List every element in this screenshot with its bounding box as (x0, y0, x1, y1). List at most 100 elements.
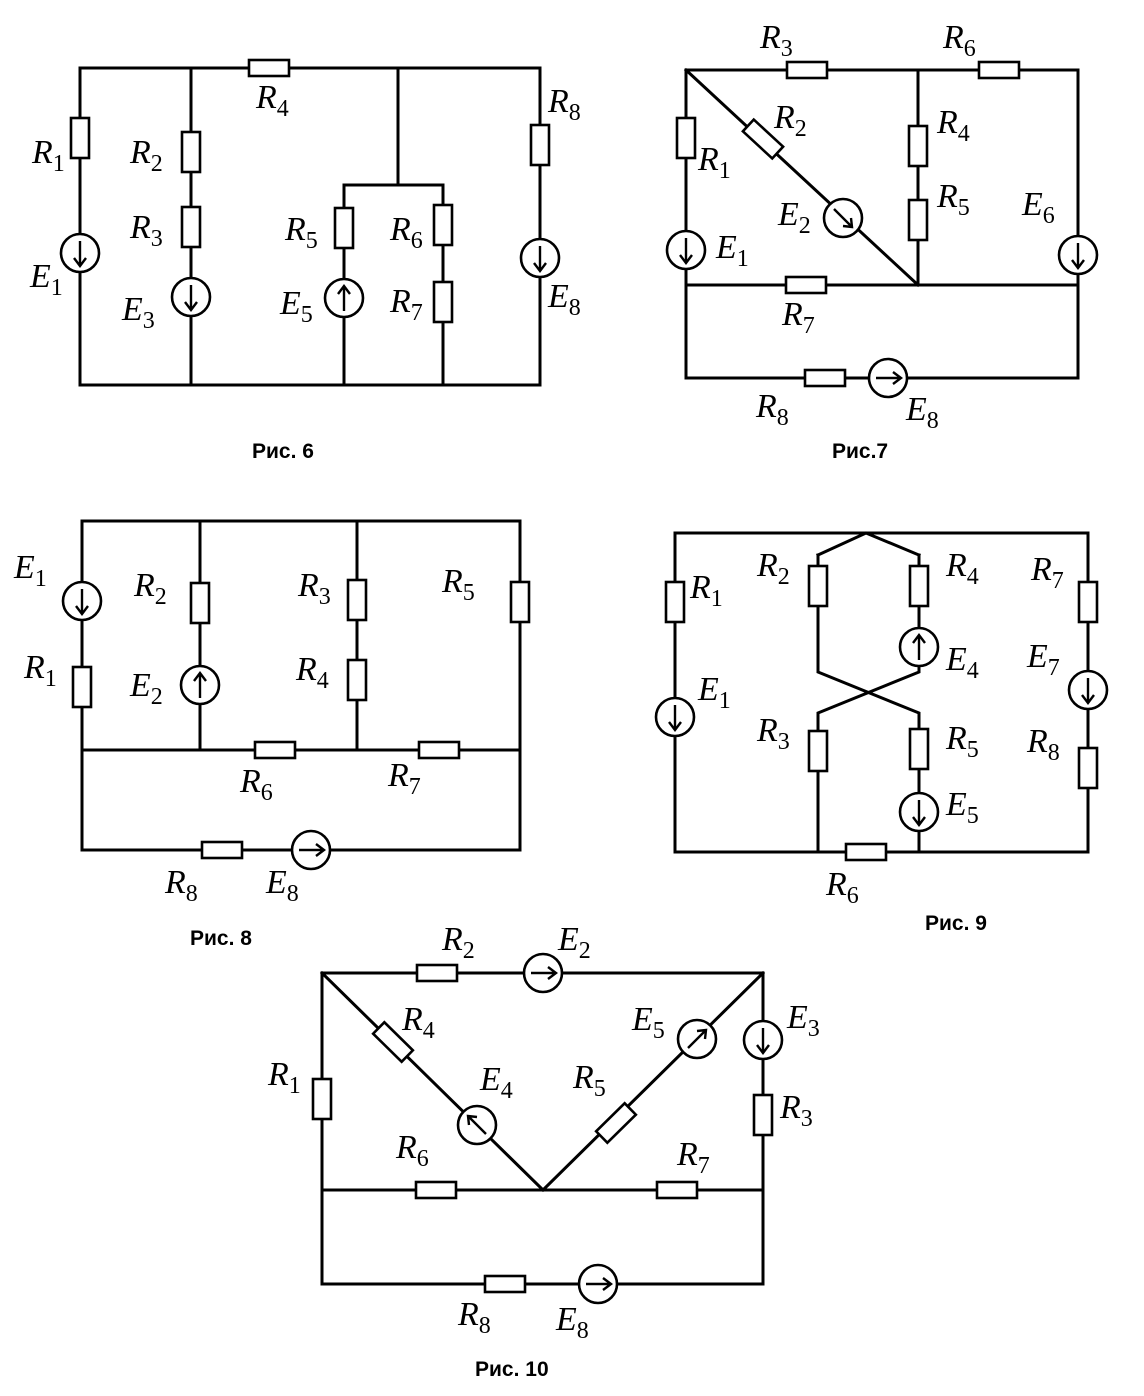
label: E2 (129, 667, 163, 710)
resistor-r7 (417, 740, 461, 760)
label: R8 (164, 864, 198, 907)
label: R2 (441, 921, 475, 964)
label: R7 (1030, 551, 1064, 594)
resistor-r8 (803, 368, 847, 388)
source-e1 (61, 580, 103, 622)
source-e3 (170, 276, 212, 318)
fig8-resistors (71, 578, 531, 860)
resistor-r3 (180, 205, 202, 249)
source-e1 (665, 229, 707, 271)
label: E2 (777, 196, 811, 239)
label: R7 (676, 1136, 710, 1179)
fig9-labels: R1 E1 R2 R3 R4 E4 R5 E5 R6 R7 E7 R8 (689, 547, 1064, 909)
source-e1 (59, 232, 101, 274)
label: R2 (129, 134, 163, 177)
resistor-r3 (807, 729, 829, 773)
resistor-r2 (189, 581, 211, 625)
label: R7 (389, 283, 423, 326)
label: E1 (13, 549, 47, 592)
resistor-r4 (907, 124, 929, 168)
fig6-resistors (69, 58, 551, 324)
label: R7 (781, 296, 815, 339)
figure-caption: Рис. 10 (475, 1358, 549, 1381)
label: R4 (401, 1001, 435, 1044)
figure-8: E1 R1 R2 E2 R3 R4 R5 R6 R7 R8 E8 Рис. 8 (13, 519, 531, 950)
label: R4 (945, 547, 979, 590)
resistor-r4 (908, 564, 930, 608)
label: E8 (555, 1301, 589, 1344)
label: E3 (121, 291, 155, 334)
label: R3 (756, 712, 790, 755)
resistor-r8 (483, 1274, 527, 1294)
source-e3 (742, 1019, 784, 1061)
fig8-labels: E1 R1 R2 E2 R3 R4 R5 R6 R7 R8 E8 (13, 549, 475, 907)
fig7-wires (683, 67, 1080, 380)
resistor-r6 (844, 842, 888, 862)
figure-caption: Рис. 6 (252, 440, 314, 463)
resistor-r8 (1077, 746, 1099, 790)
source-e8 (290, 829, 332, 871)
fig9-wires (673, 531, 1090, 854)
label: R6 (395, 1129, 429, 1172)
source-e5 (676, 1018, 718, 1060)
label: R8 (755, 388, 789, 431)
resistor-r3 (346, 578, 368, 622)
label: R1 (267, 1056, 301, 1099)
label: R6 (389, 211, 423, 254)
label: R1 (31, 134, 65, 177)
source-e2 (179, 664, 221, 706)
label: E5 (631, 1001, 665, 1044)
label: R2 (756, 547, 790, 590)
figure-6: R1 R2 R3 R4 R5 R6 R7 R8 E1 E3 E5 E8 Рис.… (29, 58, 581, 463)
label: R5 (945, 720, 979, 763)
fig10-labels: R2 E2 R4 E4 E5 R5 E3 R1 R3 R6 R7 R8 E8 (267, 921, 820, 1344)
label: R2 (133, 567, 167, 610)
label: R4 (936, 104, 970, 147)
source-e4 (898, 626, 940, 668)
resistor-r1 (675, 116, 697, 160)
resistor-r1 (664, 580, 686, 624)
source-e8 (577, 1263, 619, 1305)
resistor-r2 (415, 963, 459, 983)
label: R8 (457, 1296, 491, 1339)
resistor-r5 (594, 1101, 638, 1145)
source-e2 (522, 952, 564, 994)
resistor-r2 (807, 564, 829, 608)
figure-9: R1 E1 R2 R3 R4 E4 R5 E5 R6 R7 E7 R8 Рис.… (654, 531, 1109, 935)
source-e5 (323, 277, 365, 319)
resistor-r1 (69, 116, 91, 160)
label: R7 (387, 757, 421, 800)
resistor-r2 (180, 130, 202, 174)
source-e4 (456, 1104, 498, 1146)
label: R8 (1026, 723, 1060, 766)
label: R8 (547, 83, 581, 126)
fig7-sources (665, 197, 1099, 399)
label: R3 (297, 567, 331, 610)
source-e8 (519, 237, 561, 279)
resistor-r5 (333, 206, 355, 250)
label: R5 (936, 178, 970, 221)
figure-7: R3 R6 R2 R1 R4 R5 E2 E6 E1 R7 R8 E8 Рис.… (665, 19, 1099, 463)
label: R6 (825, 866, 859, 909)
figure-caption: Рис. 8 (190, 927, 252, 950)
fig7-resistors (675, 60, 1021, 388)
fig10-resistors (311, 963, 774, 1294)
resistor-r2 (741, 117, 785, 161)
label: R2 (773, 99, 807, 142)
resistor-r6 (432, 203, 454, 247)
resistor-r7 (655, 1180, 699, 1200)
figure-10: R2 E2 R4 E4 E5 R5 E3 R1 R3 R6 R7 R8 E8 Р… (267, 921, 820, 1381)
resistor-r7 (432, 280, 454, 324)
resistor-r8 (200, 840, 244, 860)
resistor-r4 (346, 658, 368, 702)
source-e8 (867, 357, 909, 399)
resistor-r5 (509, 580, 531, 624)
source-e6 (1057, 234, 1099, 276)
fig6-sources (59, 232, 561, 319)
resistor-r6 (414, 1180, 458, 1200)
resistor-r6 (977, 60, 1021, 80)
label: E4 (945, 641, 979, 684)
label: R5 (572, 1059, 606, 1102)
label: E8 (905, 391, 939, 434)
resistor-r8 (529, 123, 551, 167)
